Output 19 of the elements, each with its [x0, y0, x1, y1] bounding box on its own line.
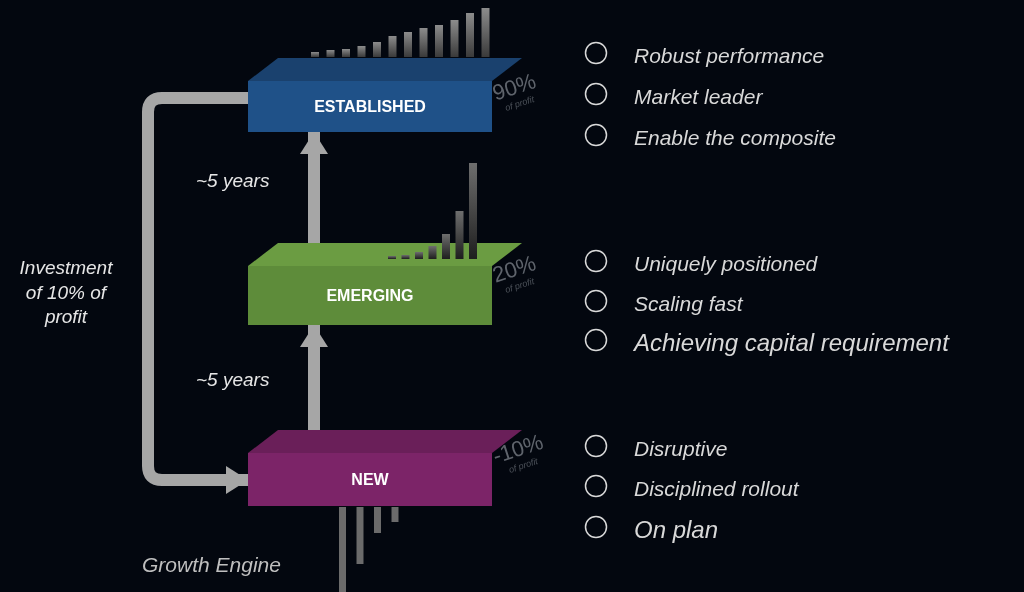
edge-label: ~5 years [196, 368, 271, 392]
edge-label: Investment of 10% of profit [18, 256, 114, 330]
arrow [300, 132, 328, 243]
arrow [300, 325, 328, 430]
bullet-text: Disciplined rollout [634, 476, 799, 502]
arrow [142, 92, 248, 494]
bullet-text: Market leader [634, 84, 763, 110]
bullet-text: Uniquely positioned [634, 251, 818, 277]
edge-label: ~5 years [196, 169, 271, 193]
caption: Growth Engine [142, 552, 281, 578]
tier-title: ESTABLISHED [314, 96, 426, 117]
bullet-text: Achieving capital requirement [634, 328, 949, 358]
bullet-text: Enable the composite [634, 125, 836, 151]
bullet-text: Disruptive [634, 436, 728, 462]
bullet-text: Scaling fast [634, 291, 743, 317]
bullet-text: On plan [634, 515, 719, 545]
tier-title: NEW [351, 469, 389, 490]
tier-title: EMERGING [326, 285, 414, 306]
bullet-text: Robust performance [634, 43, 825, 69]
